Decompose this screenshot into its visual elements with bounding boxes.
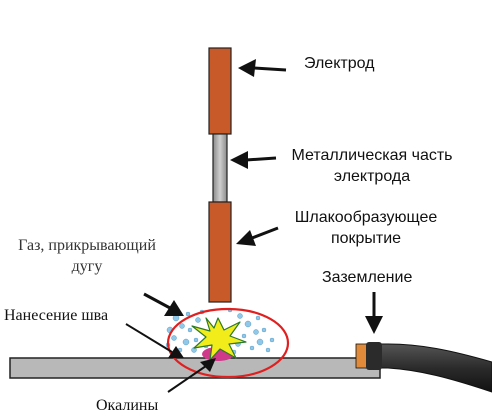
label-metal-part-line1: Металлическая часть xyxy=(291,147,453,164)
label-gas: Газ, прикрывающий дугу xyxy=(2,236,172,276)
label-weld: Нанесение шва xyxy=(4,307,109,324)
cable-icon xyxy=(365,343,492,393)
label-coating-line2: покрытие xyxy=(330,230,402,248)
label-electrode: Электрод xyxy=(304,55,375,72)
label-gas-line1: Газ, прикрывающий xyxy=(18,237,156,254)
electrode-coating-top xyxy=(208,47,232,135)
label-coating: Шлакообразующее покрытие xyxy=(286,208,446,248)
workpiece-plate xyxy=(9,357,381,379)
label-scale: Окалины xyxy=(96,397,159,414)
cable-clamp xyxy=(366,342,382,370)
label-gas-line2: дугу xyxy=(71,258,103,276)
label-metal-part-line2: электрода xyxy=(333,168,411,186)
electrode-metal-core xyxy=(212,133,228,203)
arrow-icon xyxy=(125,59,383,393)
label-grounding: Заземление xyxy=(322,269,413,286)
label-coating-line1: Шлакообразующее xyxy=(294,209,438,226)
weld-zone-highlight xyxy=(166,307,290,379)
electrode-coating-bottom xyxy=(208,201,232,303)
label-metal-part: Металлическая часть электрода xyxy=(282,146,462,186)
